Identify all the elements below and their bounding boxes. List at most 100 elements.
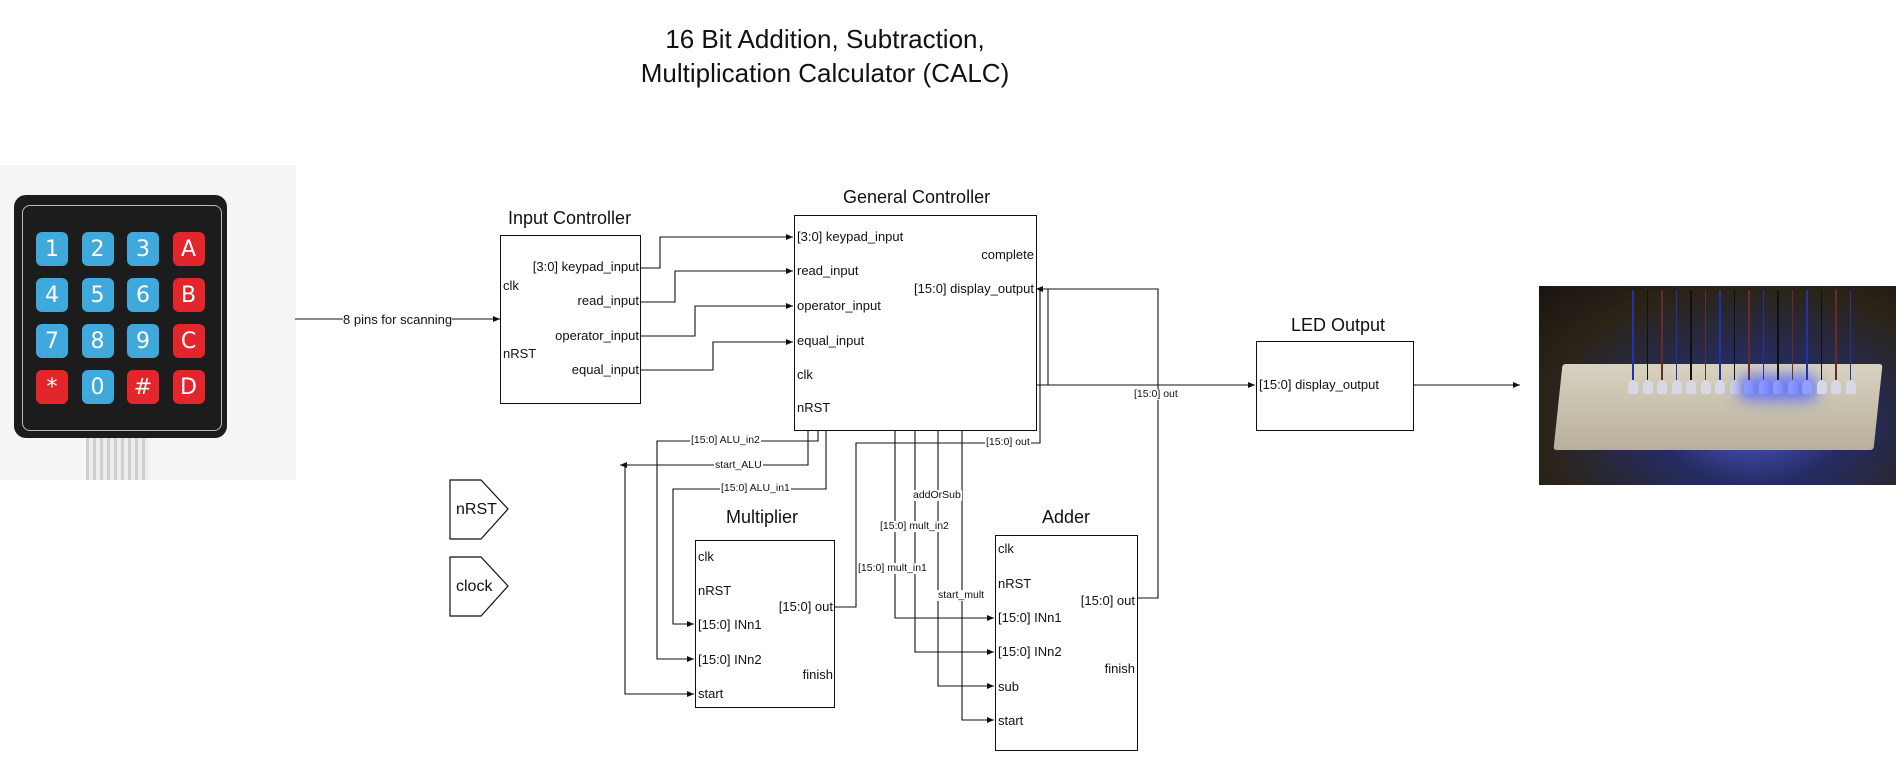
label-pins-for-scanning: 8 pins for scanning xyxy=(343,312,453,327)
jumper-wire xyxy=(1835,290,1837,380)
led xyxy=(1729,380,1740,394)
led xyxy=(1816,380,1827,394)
mult-port-start: start xyxy=(698,686,724,701)
led xyxy=(1715,380,1725,394)
keypad-key: * xyxy=(36,370,68,404)
keypad-key: 8 xyxy=(81,324,114,358)
keypad-key: 5 xyxy=(81,278,114,312)
label-alu-in2: [15:0] ALU_in2 xyxy=(690,434,761,446)
gc-port-operator-input: operator_input xyxy=(797,298,881,313)
keypad-key: 6 xyxy=(127,278,159,312)
adder-port-inn2: [15:0] INn2 xyxy=(998,644,1062,659)
label-start-mult: start_mult xyxy=(937,589,986,601)
jumper-wire xyxy=(1632,290,1634,380)
jumper-wire xyxy=(1791,290,1793,380)
input-controller-block xyxy=(500,235,641,404)
keypad-key: 0 xyxy=(81,370,114,404)
gc-port-nrst: nRST xyxy=(797,400,831,415)
wire-read-input xyxy=(640,268,793,303)
wire-gc-out-bottom xyxy=(834,385,1041,608)
mult-port-finish: finish xyxy=(802,667,833,682)
label-start-alu: start_ALU xyxy=(714,459,763,471)
label-add-or-sub: addOrSub xyxy=(912,489,962,501)
keypad-key: D xyxy=(172,370,205,404)
adder-port-clk: clk xyxy=(998,541,1014,556)
led xyxy=(1831,380,1841,394)
led xyxy=(1758,380,1769,394)
diagram-title-line-1: 16 Bit Addition, Subtraction, xyxy=(665,24,985,54)
wire-alu-in1 xyxy=(672,430,827,627)
jumper-wire xyxy=(1806,290,1808,380)
wire-mult-in1 xyxy=(894,430,994,621)
label-out-to-led: [15:0] out xyxy=(1133,388,1179,400)
label-gc-out: [15:0] out xyxy=(985,436,1031,448)
ic-port-read-input: read_input xyxy=(577,293,639,308)
label-mult-in1: [15:0] mult_in1 xyxy=(857,562,928,574)
wire-equal-input xyxy=(640,339,793,371)
led-output-title: LED Output xyxy=(1291,315,1386,335)
adder-port-inn1: [15:0] INn1 xyxy=(998,610,1062,625)
label-mult-in2: [15:0] mult_in2 xyxy=(879,520,950,532)
adder-port-out: [15:0] out xyxy=(1080,593,1135,608)
jumper-wire xyxy=(1704,290,1706,380)
nrst-input-label: nRST xyxy=(456,501,497,518)
wire-alu-in2 xyxy=(656,430,819,662)
jumper-wire xyxy=(1675,290,1677,380)
mult-port-out: [15:0] out xyxy=(778,599,833,614)
wire-mult-in2 xyxy=(914,430,994,655)
clock-input-label: clock xyxy=(456,578,493,595)
led xyxy=(1686,380,1696,394)
multiplier-title: Multiplier xyxy=(726,507,799,527)
gc-port-complete: complete xyxy=(981,247,1034,262)
adder-block xyxy=(995,535,1138,751)
led xyxy=(1642,380,1653,394)
gc-port-read-input: read_input xyxy=(797,263,859,278)
gc-port-clk: clk xyxy=(797,367,813,382)
adder-port-sub: sub xyxy=(998,679,1019,694)
multiplier-block xyxy=(695,540,835,708)
jumper-wire xyxy=(1748,290,1750,380)
input-controller-title: Input Controller xyxy=(508,208,632,228)
led xyxy=(1628,380,1638,394)
keypad-key: 1 xyxy=(36,232,68,266)
led-output-block xyxy=(1256,341,1414,431)
mult-port-clk: clk xyxy=(698,549,714,564)
wire-add-or-sub xyxy=(937,430,994,689)
keypad-key: 2 xyxy=(81,232,114,266)
keypad-ribbon-cable xyxy=(86,438,148,480)
keypad-key: 9 xyxy=(127,324,159,358)
ic-port-clk: clk xyxy=(503,278,519,293)
nrst-input-symbol xyxy=(449,479,509,540)
jumper-wire xyxy=(1719,290,1721,380)
gc-port-keypad-input: [3:0] keypad_input xyxy=(797,229,904,244)
led xyxy=(1787,380,1798,394)
label-alu-in1: [15:0] ALU_in1 xyxy=(720,482,791,494)
ic-port-operator-input: operator_input xyxy=(555,328,639,343)
keypad-key: C xyxy=(172,324,205,358)
led xyxy=(1657,380,1667,394)
led xyxy=(1802,380,1812,394)
diagram-title-line-2: Multiplication Calculator (CALC) xyxy=(640,58,1010,88)
keypad-key: A xyxy=(172,232,205,266)
clock-input-symbol xyxy=(449,556,509,617)
led xyxy=(1671,380,1682,394)
adder-title: Adder xyxy=(1042,507,1091,527)
jumper-wire xyxy=(1777,290,1779,380)
keypad-key: B xyxy=(172,278,205,312)
led-port-display-output: [15:0] display_output xyxy=(1259,377,1379,392)
ic-port-equal-input: equal_input xyxy=(571,362,639,377)
wire-start-alu xyxy=(620,430,809,468)
gc-port-display-output: [15:0] display_output xyxy=(914,281,1034,296)
keypad-key: 3 xyxy=(127,232,159,266)
jumper-wire xyxy=(1820,290,1822,380)
wire-start-mult xyxy=(961,430,994,723)
keypad-key: 4 xyxy=(36,278,68,312)
keypad-border xyxy=(22,205,222,431)
general-controller-title: General Controller xyxy=(843,187,991,207)
led xyxy=(1700,380,1711,394)
jumper-wire xyxy=(1646,290,1648,380)
jumper-wire xyxy=(1762,290,1764,380)
mult-port-inn1: [15:0] INn1 xyxy=(698,617,762,632)
